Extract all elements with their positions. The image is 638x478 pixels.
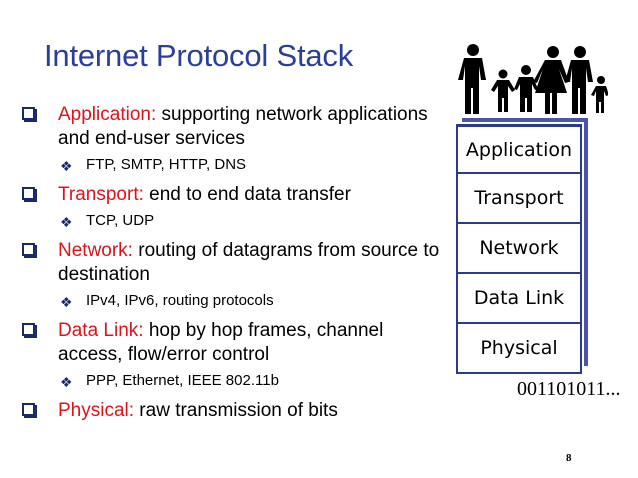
layer-description: routing of datagrams from source to dest… xyxy=(58,240,440,285)
protocol-stack: Application Transport Network Data Link … xyxy=(456,124,582,374)
list-item: Data Link: hop by hop frames, channel ac… xyxy=(22,319,442,367)
checkbox-square-icon xyxy=(22,243,37,258)
layer-description: supporting network applications and end-… xyxy=(58,104,428,149)
layer-keyword: Application: xyxy=(58,104,157,125)
checkbox-square-icon xyxy=(22,187,37,202)
layer-description: hop by hop frames, channel access, flow/… xyxy=(58,320,384,365)
layer-keyword: Data Link: xyxy=(58,320,144,341)
layer-keyword: Transport: xyxy=(58,184,144,205)
layer-description: raw transmission of bits xyxy=(134,400,338,421)
layer-keyword: Physical: xyxy=(58,400,135,421)
stack-layer-transport: Transport xyxy=(456,174,582,224)
sub-item-text: PPP, Ethernet, IEEE 802.11b xyxy=(86,372,279,389)
list-item: Network: routing of datagrams from sourc… xyxy=(22,239,442,287)
sub-item: ❖ IPv4, IPv6, routing protocols xyxy=(22,291,442,311)
sub-item: ❖ FTP, SMTP, HTTP, DNS xyxy=(22,155,442,175)
sub-item-text: TCP, UDP xyxy=(86,212,155,229)
bullet-list: Application: supporting network applicat… xyxy=(22,103,442,427)
checkbox-square-icon xyxy=(22,403,37,418)
sub-item: ❖ PPP, Ethernet, IEEE 802.11b xyxy=(22,371,442,391)
list-item: Physical: raw transmission of bits xyxy=(22,399,442,423)
family-silhouette-icon xyxy=(458,44,608,114)
sub-item: ❖ TCP, UDP xyxy=(22,211,442,231)
stack-layer-physical: Physical xyxy=(456,324,582,374)
diamond-bullet-icon: ❖ xyxy=(60,374,73,390)
stack-layer-application: Application xyxy=(456,124,582,174)
list-item: Application: supporting network applicat… xyxy=(22,103,442,151)
page-number: 8 xyxy=(566,452,572,464)
checkbox-square-icon xyxy=(22,323,37,338)
slide-title: Internet Protocol Stack xyxy=(44,38,354,73)
diamond-bullet-icon: ❖ xyxy=(60,158,73,174)
checkbox-square-icon xyxy=(22,107,37,122)
diamond-bullet-icon: ❖ xyxy=(60,214,73,230)
bit-stream-label: 001101011... xyxy=(517,378,621,400)
list-item: Transport: end to end data transfer xyxy=(22,183,442,207)
stack-shadow xyxy=(462,118,588,366)
sub-item-text: FTP, SMTP, HTTP, DNS xyxy=(86,156,247,173)
stack-layer-data-link: Data Link xyxy=(456,274,582,324)
diamond-bullet-icon: ❖ xyxy=(60,294,73,310)
sub-item-text: IPv4, IPv6, routing protocols xyxy=(86,292,274,309)
layer-description: end to end data transfer xyxy=(143,184,351,205)
stack-layer-network: Network xyxy=(456,224,582,274)
layer-keyword: Network: xyxy=(58,240,133,261)
